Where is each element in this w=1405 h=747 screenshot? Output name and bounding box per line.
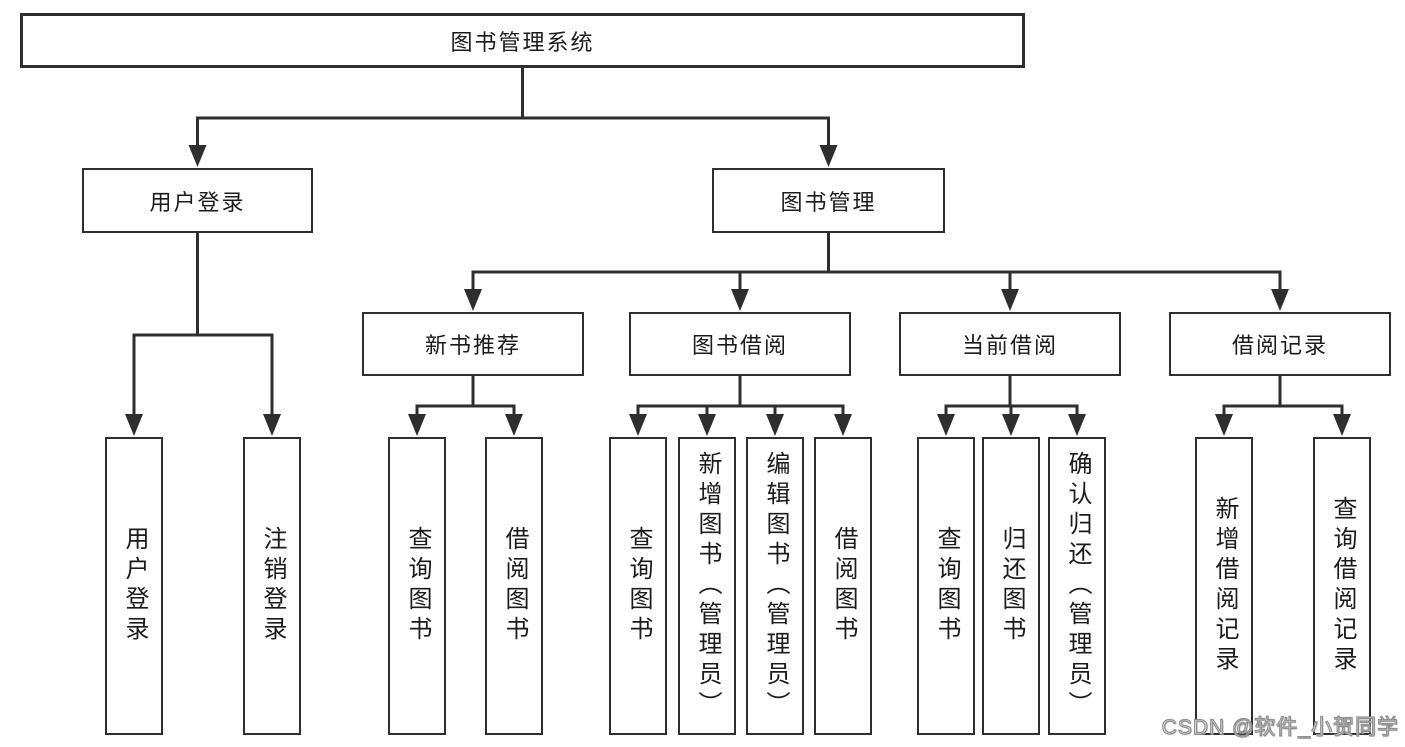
leaf-query-books-borrowing: 查询图书: [609, 437, 667, 735]
leaf-query-books-current: 查询图书: [917, 437, 975, 735]
node-book-management-system: 图书管理系统: [20, 13, 1025, 68]
node-current-borrowing: 当前借阅: [899, 312, 1121, 376]
leaf-return-books: 归还图书: [982, 437, 1040, 735]
leaf-add-borrow-record: 新增借阅记录: [1195, 437, 1253, 735]
node-new-book-recommend: 新书推荐: [362, 312, 584, 376]
leaf-query-books-recommend: 查询图书: [388, 437, 446, 735]
leaf-borrow-books-recommend: 借阅图书: [485, 437, 543, 735]
leaf-user-login: 用户登录: [105, 437, 163, 735]
leaf-confirm-return-admin: 确认归还（管理员）: [1048, 437, 1106, 735]
node-borrowing-records: 借阅记录: [1169, 312, 1391, 376]
node-book-borrowing: 图书借阅: [629, 312, 851, 376]
node-user-login-module: 用户登录: [82, 168, 313, 233]
csdn-watermark: CSDN @软件_小贺同学: [1161, 715, 1399, 739]
leaf-query-borrow-record: 查询借阅记录: [1313, 437, 1371, 735]
leaf-borrow-books: 借阅图书: [814, 437, 872, 735]
leaf-logout: 注销登录: [243, 437, 301, 735]
leaf-add-books-admin: 新增图书（管理员）: [678, 437, 736, 735]
node-book-management-module: 图书管理: [712, 168, 945, 233]
leaf-edit-books-admin: 编辑图书（管理员）: [746, 437, 804, 735]
